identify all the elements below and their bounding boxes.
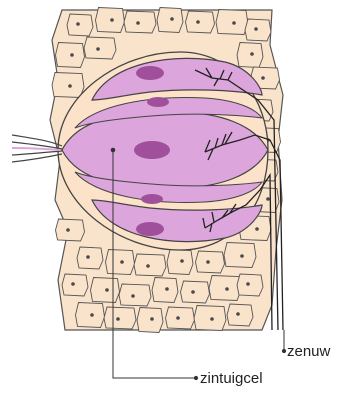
tissue-cell <box>181 281 210 303</box>
tissue-cell <box>166 307 195 329</box>
tissue-cell <box>96 8 125 33</box>
tissue-cell-nucleus <box>76 22 80 26</box>
label-zenuw: zenuw <box>287 343 330 360</box>
tissue-cell-nucleus <box>254 27 258 31</box>
tissue-cell-nucleus <box>146 264 150 268</box>
tissue-cell-nucleus <box>170 17 174 21</box>
tissue-cell-nucleus <box>90 313 94 317</box>
tissue-cell-nucleus <box>236 312 240 316</box>
tissue-cell-nucleus <box>116 317 120 321</box>
tissue-cell <box>245 19 271 41</box>
tissue-cell-nucleus <box>105 288 109 292</box>
tissue-cell <box>134 254 166 276</box>
tissue-cell-nucleus <box>71 282 75 286</box>
pointer-dot-zintuigcel-start <box>111 148 115 152</box>
tissue-cell-nucleus <box>165 287 169 291</box>
tissue-cell <box>237 274 263 296</box>
tissue-cell <box>167 250 193 275</box>
tissue-cell-nucleus <box>150 317 154 321</box>
tissue-cell <box>186 11 215 33</box>
tissue-cell <box>119 284 151 306</box>
pointer-dot-zintuigcel-end <box>194 376 197 379</box>
sensory-hair <box>12 151 62 155</box>
nucleus <box>141 194 163 204</box>
tissue-cell-nucleus <box>255 227 259 231</box>
tissue-cell-nucleus <box>131 294 135 298</box>
tissue-cell-nucleus <box>70 53 74 57</box>
pointer-dot-zenuw <box>282 349 285 352</box>
tissue-cell-nucleus <box>110 18 114 22</box>
tissue-cell-nucleus <box>68 84 72 88</box>
tissue-cell-nucleus <box>225 287 229 291</box>
label-zintuigcel: zintuigcel <box>200 370 263 387</box>
tissue-cell-nucleus <box>191 290 195 294</box>
tissue-cell <box>77 247 103 269</box>
tissue-cell <box>56 219 85 241</box>
sensory-hair <box>12 148 60 150</box>
tissue-cell <box>227 304 253 326</box>
tissue-cell <box>106 250 135 275</box>
tissue-cell-nucleus <box>206 260 210 264</box>
tissue-cell <box>152 278 178 303</box>
nucleus <box>136 66 164 80</box>
tissue-cell <box>194 306 226 331</box>
tissue-cell <box>209 276 241 301</box>
tissue-cell-nucleus <box>210 317 214 321</box>
tissue-cell-nucleus <box>232 21 236 25</box>
tissue-cell <box>237 43 263 68</box>
tissue-cell-nucleus <box>250 52 254 56</box>
tissue-cell-nucleus <box>240 254 244 258</box>
nucleus <box>136 222 164 236</box>
tissue-cell <box>104 307 136 329</box>
tissue-cell <box>91 278 120 303</box>
tissue-cell-nucleus <box>261 76 265 80</box>
tissue-cell <box>67 14 93 36</box>
nucleus <box>134 141 170 159</box>
tissue-cell <box>224 243 256 268</box>
tissue-cell-nucleus <box>266 197 270 201</box>
tissue-cell <box>52 73 84 98</box>
tissue-cell-nucleus <box>86 255 90 259</box>
tissue-cell <box>216 10 248 35</box>
tissue-cell <box>56 43 85 68</box>
tissue-cell-nucleus <box>96 47 100 51</box>
tissue-cell-nucleus <box>136 21 140 25</box>
tissue-cell-nucleus <box>196 20 200 24</box>
tissue-cell <box>137 308 163 333</box>
tissue-cell-nucleus <box>176 316 180 320</box>
sensory-hair <box>12 154 62 162</box>
tissue-cell <box>84 37 116 59</box>
tissue-cell-nucleus <box>246 282 250 286</box>
nucleus <box>147 97 169 107</box>
tissue-cell-nucleus <box>120 260 124 264</box>
tissue-cell <box>157 8 183 33</box>
tissue-cell <box>62 274 88 296</box>
tissue-cell-nucleus <box>66 228 70 232</box>
tissue-cell <box>76 303 105 328</box>
tissue-cell-nucleus <box>180 259 184 263</box>
tissue-cell <box>196 251 225 273</box>
tissue-cell <box>124 11 156 33</box>
